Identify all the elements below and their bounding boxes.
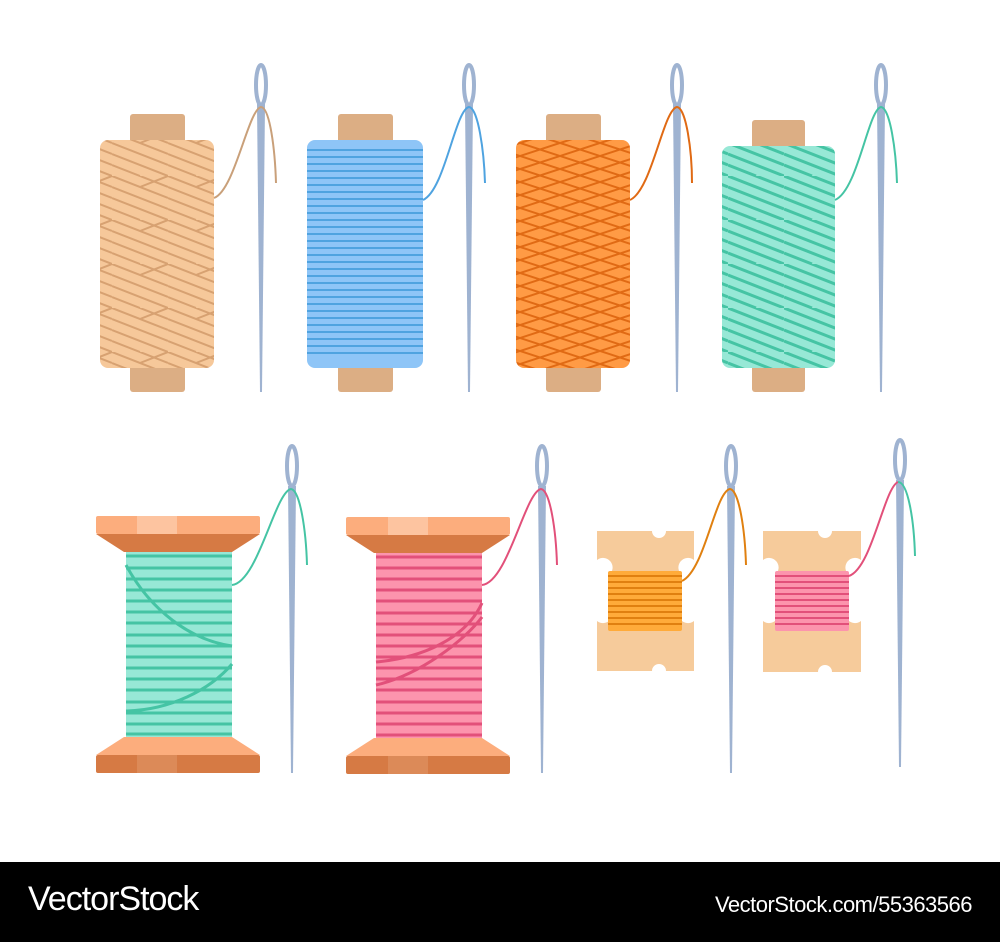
watermark-footer: VectorStock VectorStock.com/55363566 xyxy=(0,862,1000,942)
wooden-spool-pink xyxy=(346,517,510,774)
needle-4 xyxy=(834,63,898,392)
spool-teal xyxy=(722,120,835,392)
spool-beige xyxy=(100,114,214,392)
card-bobbin-pink xyxy=(763,531,861,672)
stock-url: VectorStock.com/55363566 xyxy=(714,892,973,917)
brand-logo: VectorStock xyxy=(28,880,199,918)
spools-illustration xyxy=(96,63,916,774)
needle-7 xyxy=(681,444,747,773)
spool-blue xyxy=(307,114,423,392)
needle-8 xyxy=(848,438,916,767)
wooden-spool-teal xyxy=(96,516,260,773)
illustration-canvas xyxy=(96,63,916,774)
needle-6 xyxy=(481,444,558,773)
needle-2 xyxy=(422,63,486,392)
needle-1 xyxy=(213,63,277,392)
card-bobbin-orange xyxy=(597,531,694,671)
spool-orange xyxy=(516,114,630,392)
needle-5 xyxy=(231,444,308,773)
needle-3 xyxy=(629,63,693,392)
